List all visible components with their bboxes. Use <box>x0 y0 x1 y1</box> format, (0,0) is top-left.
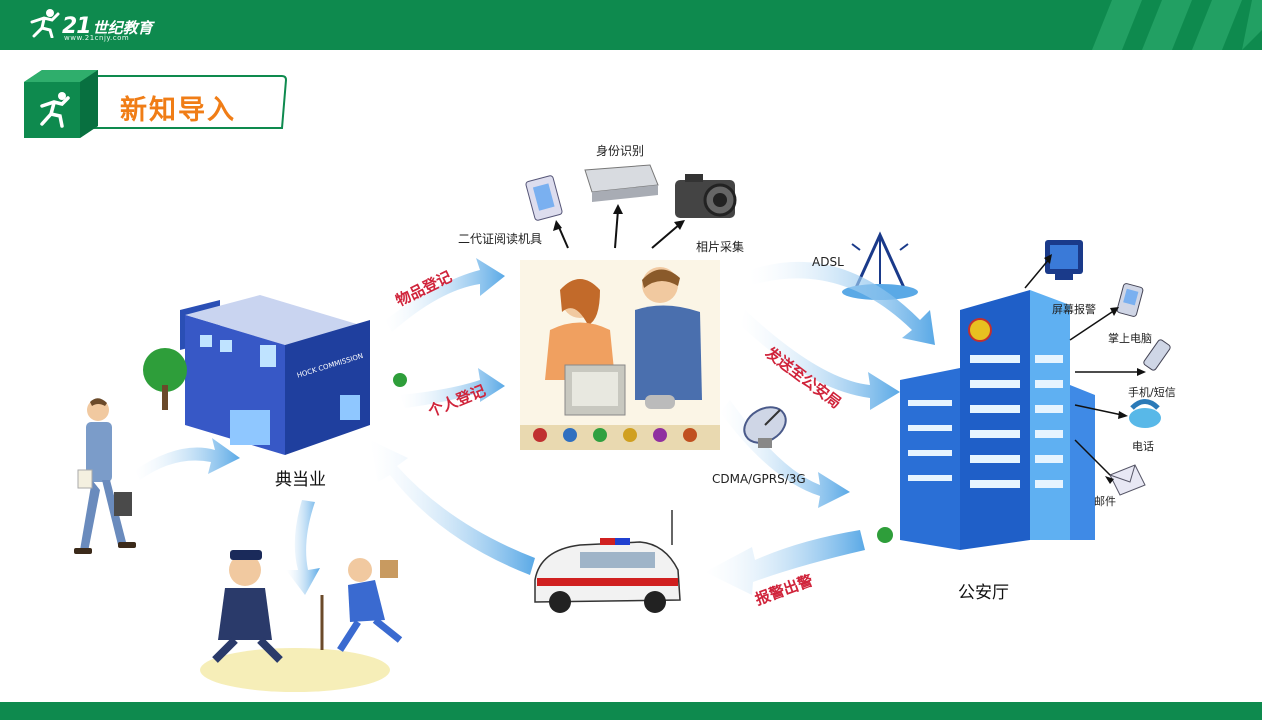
police-department-building <box>877 290 1095 550</box>
cdma-label: CDMA/GPRS/3G <box>712 472 806 486</box>
scanner-device <box>584 164 659 202</box>
pda-device <box>1116 283 1144 317</box>
logo-brand: 21 <box>62 14 92 39</box>
telephone-device <box>1129 399 1161 428</box>
arrow-report-police <box>705 530 865 595</box>
registration-desk-scene <box>520 260 720 450</box>
adsl-label: ADSL <box>812 255 844 269</box>
logo-url: www.21cnjy.com <box>64 34 130 42</box>
arrest-scene <box>200 550 403 692</box>
police-car <box>534 510 681 613</box>
top-bar: 21 世纪教育 www.21cnjy.com <box>0 0 1262 50</box>
id-reader-label: 二代证阅读机具 <box>458 232 543 246</box>
screen-alarm-monitor <box>1045 240 1083 280</box>
arrow-car-to-pawnshop <box>370 440 535 575</box>
arrow-pawnshop-to-arrest <box>286 500 320 595</box>
arrow-adsl-to-police <box>750 261 935 345</box>
arrow-person-register <box>400 368 505 408</box>
satellite-dish <box>743 406 787 448</box>
runner-logo-icon <box>30 9 60 38</box>
arrow-send-to-police <box>740 310 900 410</box>
diagram-graphics <box>74 164 1171 692</box>
pda-label: 掌上电脑 <box>1108 332 1152 345</box>
walking-man-figure <box>74 398 136 554</box>
mail-envelope <box>1109 464 1146 496</box>
runner-icon <box>40 92 70 128</box>
mail-label: 邮件 <box>1094 495 1116 508</box>
pawnshop-police-flow-diagram: 典当业 HOCK COMMISSION 物品登记 个人登记 身份识别 二代证阅读… <box>40 140 1220 700</box>
screen-alarm-label: 屏幕报警 <box>1052 303 1096 316</box>
site-logo[interactable]: 21 世纪教育 www.21cnjy.com <box>28 8 153 42</box>
pawnshop-building <box>143 295 407 455</box>
decorative-stripes <box>1092 0 1262 50</box>
telephone-label: 电话 <box>1132 440 1154 453</box>
id-reader-device <box>525 175 563 221</box>
logo-brand-cn: 世纪教育 <box>92 19 153 37</box>
section-title-badge: 新知导入 <box>20 68 290 140</box>
arrow-item-register <box>385 258 505 332</box>
bottom-bar <box>0 702 1262 720</box>
police-dept-label: 公安厅 <box>958 583 1009 603</box>
arrow-man-to-pawnshop <box>135 438 240 480</box>
phone-sms-label: 手机/短信 <box>1128 386 1176 399</box>
id-recognition-label: 身份识别 <box>596 144 645 158</box>
section-title: 新知导入 <box>120 95 236 126</box>
camera-device <box>675 174 737 218</box>
pawnshop-label: 典当业 <box>275 470 326 490</box>
mobile-phone-device <box>1143 339 1171 371</box>
arrow-cdma-to-police <box>720 400 850 508</box>
photo-capture-label: 相片采集 <box>696 240 745 254</box>
